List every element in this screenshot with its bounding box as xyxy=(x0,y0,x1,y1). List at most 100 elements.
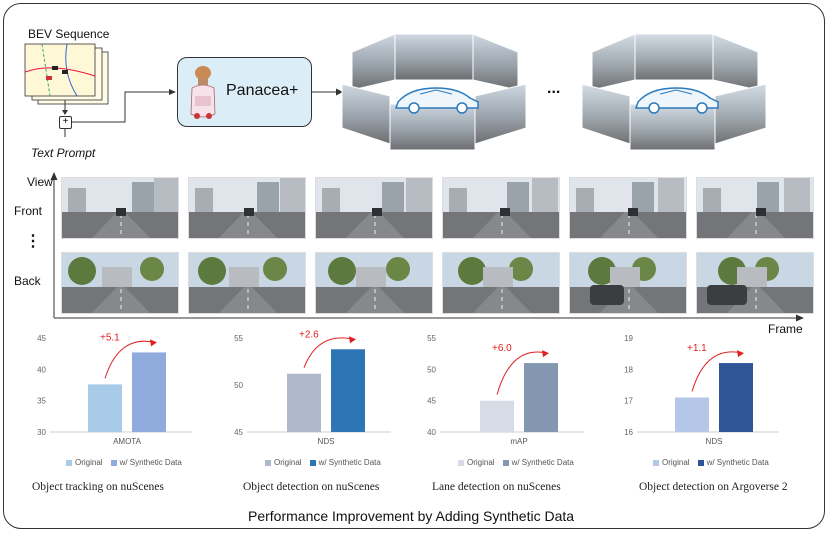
y-tick-label: 40 xyxy=(427,428,436,437)
y-tick-label: 45 xyxy=(234,428,243,437)
improvement-arrow xyxy=(496,351,548,395)
bar-original xyxy=(287,373,321,432)
y-tick-label: 16 xyxy=(624,428,633,437)
footer-title: Performance Improvement by Adding Synthe… xyxy=(248,508,575,524)
legend-item: Original xyxy=(265,458,302,467)
improvement-label: +2.6 xyxy=(299,329,319,340)
chart-caption: Object tracking on nuScenes xyxy=(32,481,164,493)
y-tick-label: 50 xyxy=(234,381,243,390)
y-tick-label: 40 xyxy=(37,365,46,374)
text-prompt-label: Text Prompt xyxy=(31,146,96,160)
legend-item: w/ Synthetic Data xyxy=(502,458,574,467)
legend-swatch xyxy=(697,459,704,466)
chart-caption: Object detection on nuScenes xyxy=(243,481,380,493)
back-camera-frame-3 xyxy=(315,252,433,314)
output-arrow xyxy=(312,88,343,96)
legend-swatch xyxy=(265,459,271,466)
legend-label: w/ Synthetic Data xyxy=(706,458,769,467)
y-tick-label: 19 xyxy=(624,334,633,343)
y-tick-label: 45 xyxy=(37,334,46,343)
improvement-label: +5.1 xyxy=(100,332,120,343)
view-dots: ⋮ xyxy=(25,233,41,250)
legend-swatch xyxy=(110,459,117,466)
bar-synthetic xyxy=(331,349,365,432)
legend-label: Original xyxy=(75,458,103,467)
improvement-arrowhead xyxy=(542,350,549,358)
y-tick-label: 30 xyxy=(37,428,46,437)
improvement-label: +1.1 xyxy=(687,343,707,354)
y-tick-label: 18 xyxy=(624,365,633,374)
front-camera-frame-1 xyxy=(61,177,179,239)
figure-frame xyxy=(3,3,825,529)
chart-legend: Original w/ Synthetic Data xyxy=(458,458,582,467)
y-tick-label: 35 xyxy=(37,397,46,406)
chart-legend: Original w/ Synthetic Data xyxy=(265,458,389,467)
improvement-label: +6.0 xyxy=(492,343,512,354)
category-label: mAP xyxy=(510,437,527,446)
bar-original xyxy=(675,397,709,432)
legend-label: w/ Synthetic Data xyxy=(511,458,574,467)
y-tick-label: 55 xyxy=(427,334,436,343)
legend-item: Original xyxy=(653,458,690,467)
y-tick-label: 50 xyxy=(427,365,436,374)
improvement-arrowhead xyxy=(349,336,356,344)
frame-axis-label: Frame xyxy=(768,322,803,336)
chart-legend: Original w/ Synthetic Data xyxy=(66,458,190,467)
legend-item: w/ Synthetic Data xyxy=(110,458,182,467)
legend-swatch xyxy=(653,459,659,466)
legend-label: Original xyxy=(274,458,302,467)
y-tick-label: 45 xyxy=(427,397,436,406)
back-camera-frame-2 xyxy=(188,252,306,314)
legend-label: w/ Synthetic Data xyxy=(119,458,182,467)
category-label: NDS xyxy=(318,437,335,446)
chart-legend: Original w/ Synthetic Data xyxy=(653,458,777,467)
back-camera-frame-6 xyxy=(696,252,814,314)
legend-swatch xyxy=(458,459,464,466)
panacea-label: Panacea+ xyxy=(226,82,299,99)
legend-item: w/ Synthetic Data xyxy=(697,458,769,467)
improvement-arrowhead xyxy=(150,339,157,347)
back-label: Back xyxy=(14,274,41,288)
legend-swatch xyxy=(66,459,72,466)
surround-view-ring-2 xyxy=(581,33,767,151)
bev-map-stack xyxy=(24,43,109,105)
legend-label: Original xyxy=(662,458,690,467)
improvement-arrow xyxy=(303,337,355,368)
chart-3: 40 45 50 55 mAP +6.0 xyxy=(427,334,584,446)
potion-bottle-icon xyxy=(190,66,216,119)
view-axis-label: View xyxy=(27,175,53,189)
legend-item: Original xyxy=(66,458,103,467)
front-camera-frame-6 xyxy=(696,177,814,239)
back-camera-frame-1 xyxy=(61,252,179,314)
bar-synthetic xyxy=(719,363,753,432)
category-label: NDS xyxy=(706,437,723,446)
legend-label: w/ Synthetic Data xyxy=(318,458,381,467)
front-label: Front xyxy=(14,204,43,218)
front-camera-frame-3 xyxy=(315,177,433,239)
bar-original xyxy=(480,400,514,432)
car-sketch-icon xyxy=(634,87,719,114)
legend-swatch xyxy=(502,459,509,466)
input-arrow xyxy=(72,89,176,123)
fusion-plus-node: + xyxy=(59,116,72,129)
chart-caption: Lane detection on nuScenes xyxy=(432,481,561,493)
panacea-model-box: Panacea+ xyxy=(177,57,312,127)
improvement-arrowhead xyxy=(737,350,744,358)
back-camera-frame-4 xyxy=(442,252,560,314)
category-label: AMOTA xyxy=(113,437,142,446)
surround-view-ring-1 xyxy=(341,33,527,151)
y-tick-label: 17 xyxy=(624,397,633,406)
front-camera-frame-4 xyxy=(442,177,560,239)
legend-label: Original xyxy=(467,458,495,467)
legend-item: w/ Synthetic Data xyxy=(309,458,381,467)
front-camera-frame-5 xyxy=(569,177,687,239)
bar-original xyxy=(88,384,122,432)
improvement-arrow xyxy=(691,351,743,392)
bar-synthetic xyxy=(524,363,558,432)
back-camera-frame-5 xyxy=(569,252,687,314)
car-sketch-icon xyxy=(394,87,479,114)
bev-sequence-label: BEV Sequence xyxy=(28,27,110,41)
legend-swatch xyxy=(309,459,316,466)
